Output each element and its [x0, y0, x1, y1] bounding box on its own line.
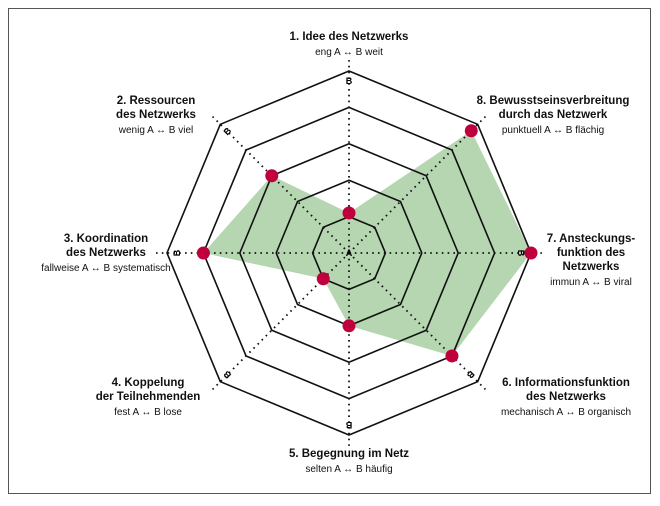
axis-2-title-line2: des Netzwerks [116, 109, 196, 121]
axis-8-scale: punktuell A ↔ B flächig [501, 125, 605, 136]
data-point [464, 124, 478, 138]
axis-5-title: 5. Begegnung im Netz [288, 448, 410, 460]
axis-label-5: 5. Begegnung im Netz selten A ↔ B häufig [289, 447, 409, 476]
axis-3-title-line1: 3. Koordination [63, 233, 149, 245]
axis-label-1: 1. Idee des Netzwerks eng A ↔ B weit [290, 30, 409, 59]
axis-7-title-line2: funktion des [556, 247, 626, 259]
data-point [342, 319, 356, 333]
axis-7-scale: immun A ↔ B viral [550, 277, 632, 288]
axis-1-scale: eng A ↔ B weit [315, 47, 383, 58]
axis-7-title-line1: 7. Ansteckungs- [546, 233, 636, 245]
axis-2-scale: wenig A ↔ B viel [118, 125, 194, 136]
outer-tick-label: B [516, 250, 526, 257]
axis-6-scale: mechanisch A ↔ B organisch [500, 407, 632, 418]
axis-4-title-line2: der Teilnehmenden [95, 391, 201, 403]
axis-6-title-line2: des Netzwerks [526, 391, 606, 403]
axis-5-scale: selten A ↔ B häufig [305, 464, 393, 475]
axis-label-8: 8. Bewusstseinsverbreitung durch das Net… [477, 94, 630, 137]
chart-frame [8, 8, 651, 494]
data-point [524, 246, 538, 260]
outer-tick-label: B [221, 368, 233, 380]
axis-3-title-line2: des Netzwerks [66, 247, 146, 259]
axis-label-7: 7. Ansteckungs- funktion des Netzwerks i… [547, 232, 635, 289]
grid-ring [238, 142, 460, 364]
data-area [203, 130, 531, 356]
center-tick-label: A [346, 248, 353, 258]
axis-4-title-line1: 4. Koppelung [111, 377, 185, 389]
axis-8-title-line1: 8. Bewusstseinsverbreitung [476, 95, 630, 107]
data-point [196, 246, 210, 260]
outer-tick-label: B [345, 420, 352, 430]
axis-6-title-line1: 6. Informationsfunktion [502, 377, 630, 389]
axis-1-title: 1. Idee des Netzwerks [289, 31, 409, 43]
data-point [342, 206, 356, 220]
axis-8-title-line2: durch das Netzwerk [498, 109, 608, 121]
data-point [445, 349, 459, 363]
grid-ring [166, 70, 532, 436]
axis-label-4: 4. Koppelung der Teilnehmenden fest A ↔ … [96, 376, 201, 419]
axis-label-6: 6. Informationsfunktion des Netzwerks me… [501, 376, 631, 419]
outer-tick-label: B [346, 76, 353, 86]
data-point [316, 272, 330, 286]
data-point [265, 169, 279, 183]
outer-tick-label: B [172, 249, 182, 256]
axis-label-3: 3. Koordination des Netzwerks fallweise … [41, 232, 171, 275]
axis-4-scale: fest A ↔ B lose [114, 407, 182, 418]
axis-7-title-line3: Netzwerks [562, 261, 620, 273]
axis-2-title-line1: 2. Ressourcen [116, 95, 196, 107]
axis-label-2: 2. Ressourcen des Netzwerks wenig A ↔ B … [116, 94, 196, 137]
outer-tick-label: B [464, 369, 476, 381]
outer-tick-label: B [222, 125, 234, 137]
axis-3-scale: fallweise A ↔ B systematisch [41, 263, 171, 274]
